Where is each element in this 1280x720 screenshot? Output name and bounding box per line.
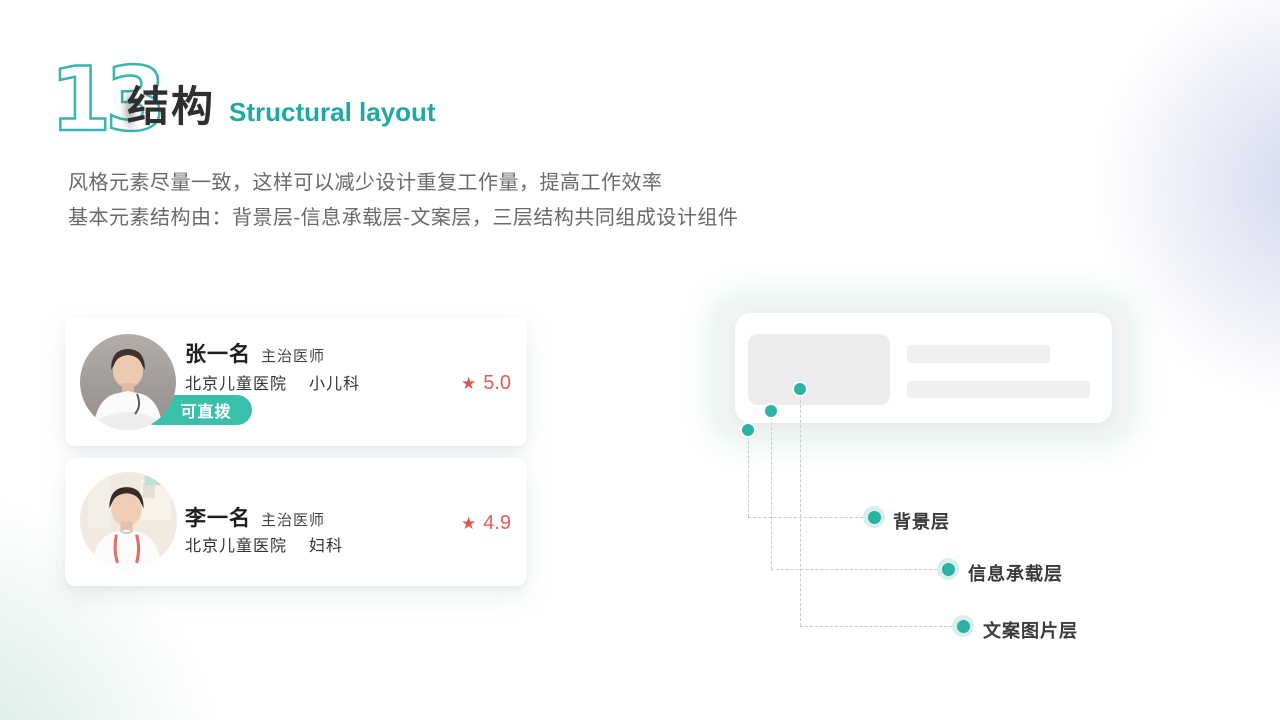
connector-line xyxy=(771,569,937,570)
rating: ★ 4.9 xyxy=(461,510,511,536)
doctor-avatar xyxy=(80,334,176,430)
description-line-2: 基本元素结构由：背景层-信息承载层-文案层，三层结构共同组成设计组件 xyxy=(68,207,739,229)
connector-line xyxy=(748,517,863,518)
doctor-department: 小儿科 xyxy=(309,376,361,393)
doctor-avatar xyxy=(80,472,177,569)
rating: ★ 5.0 xyxy=(461,370,511,396)
description-block: 风格元素尽量一致，这样可以减少设计重复工作量，提高工作效率 基本元素结构由：背景… xyxy=(68,166,738,236)
star-icon: ★ xyxy=(460,513,477,533)
legend-dot-icon xyxy=(937,558,959,580)
callout-dot-copy-layer xyxy=(794,383,806,395)
slide-number: 13 xyxy=(49,48,168,151)
page-subtitle: Structural layout xyxy=(229,97,436,127)
doctor-title: 主治医师 xyxy=(261,512,326,529)
doctor-name: 李一名 xyxy=(185,507,251,530)
legend-dot-icon xyxy=(952,615,974,637)
doctor-photo-placeholder xyxy=(80,472,177,569)
doctor-card-li: 李一名 主治医师 北京儿童医院 妇科 ★ 4.9 xyxy=(65,458,527,586)
layer-label-background: 背景层 xyxy=(893,512,950,532)
layer-label-copy-image: 文案图片层 xyxy=(983,621,1078,641)
description-line-1: 风格元素尽量一致，这样可以减少设计重复工作量，提高工作效率 xyxy=(68,172,663,194)
star-icon: ★ xyxy=(460,373,477,393)
connector-line xyxy=(771,417,772,569)
doctor-photo-placeholder xyxy=(80,334,176,430)
callout-dot-card-layer xyxy=(765,405,777,417)
connector-line xyxy=(748,436,749,517)
doctor-department: 妇科 xyxy=(309,538,344,555)
doctor-card-zhang: 可直拨 张一名 主治医师 北京儿童医院 小儿科 ★ 5.0 xyxy=(65,318,527,446)
wireframe-text-bar xyxy=(907,381,1090,398)
doctor-title: 主治医师 xyxy=(261,348,326,365)
doctor-name: 张一名 xyxy=(185,343,251,366)
doctor-hospital: 北京儿童医院 xyxy=(185,376,288,393)
legend-dot-icon xyxy=(863,506,885,528)
layer-label-info-carrier: 信息承载层 xyxy=(968,564,1063,584)
rating-value: 5.0 xyxy=(483,371,511,394)
wireframe-text-bar xyxy=(907,345,1050,363)
callout-dot-background-layer xyxy=(742,424,754,436)
connector-line xyxy=(800,395,801,626)
connector-line xyxy=(800,626,952,627)
doctor-hospital: 北京儿童医院 xyxy=(185,538,288,555)
title-shadow-smudge xyxy=(122,86,138,134)
page-title: 结构 xyxy=(127,83,216,130)
wireframe-image-placeholder xyxy=(748,334,890,405)
rating-value: 4.9 xyxy=(483,511,511,534)
